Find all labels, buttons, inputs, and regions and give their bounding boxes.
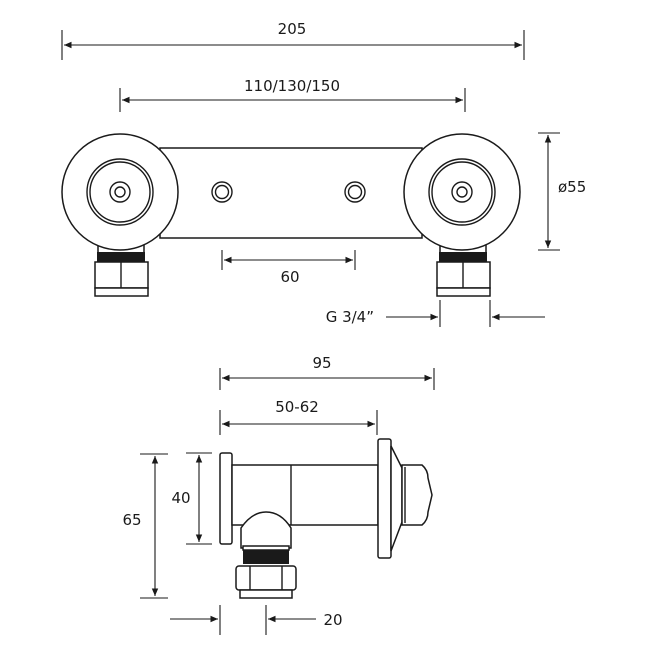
dimension-label: 40 [171,489,190,507]
dimension-95: 95 [219,354,435,390]
dimension-centres: 110/130/150 [119,77,466,112]
dimension-40: 40 [171,452,212,545]
dimension-label: ø55 [558,178,586,196]
dimension-label: 65 [122,511,141,529]
valve-body-bar [159,147,423,239]
dimension-label: 110/130/150 [244,77,340,95]
dimension-label: 95 [312,354,331,372]
dimension-60: 60 [221,250,356,286]
dimension-diameter: ø55 [538,132,586,251]
left-inlet-fitting [94,243,149,297]
dimension-205: 205 [61,20,525,60]
dimension-label: 60 [280,268,299,286]
mounting-hole-left [211,181,233,203]
side-body [219,438,433,599]
dimension-thread: G 3/4” [326,300,545,327]
front-view: 205 110/130/150 [61,20,586,327]
dimension-label: 20 [323,611,342,629]
dimension-20: 20 [170,605,343,635]
side-view: 95 50-62 40 [122,354,435,635]
right-inlet-fitting [436,243,491,297]
mounting-hole-right [344,181,366,203]
dimension-65: 65 [122,453,168,599]
right-rosette [403,133,521,251]
left-rosette [61,133,179,251]
dimension-label: 50-62 [275,398,319,416]
dimension-50-62: 50-62 [219,398,378,435]
dimension-label: G 3/4” [326,308,374,326]
dimension-label: 205 [278,20,307,38]
